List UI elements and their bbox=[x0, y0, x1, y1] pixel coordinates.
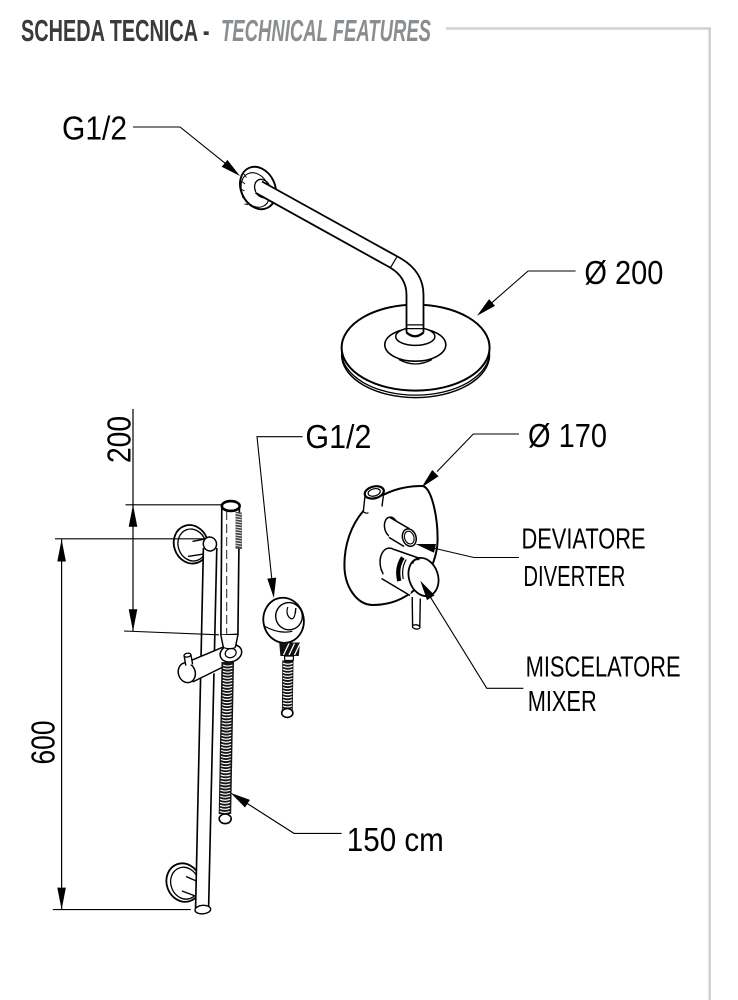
svg-text:SCHEDA TECNICA -: SCHEDA TECNICA - bbox=[21, 13, 210, 48]
svg-text:MISCELATORE: MISCELATORE bbox=[526, 652, 681, 684]
svg-text:G1/2: G1/2 bbox=[305, 418, 371, 455]
svg-text:Ø 170: Ø 170 bbox=[528, 417, 607, 454]
svg-text:TECHNICAL FEATURES: TECHNICAL FEATURES bbox=[221, 13, 431, 48]
svg-text:600: 600 bbox=[25, 721, 62, 765]
svg-text:G1/2: G1/2 bbox=[62, 110, 127, 147]
svg-text:Ø 200: Ø 200 bbox=[584, 254, 663, 291]
svg-text:200: 200 bbox=[101, 416, 138, 463]
svg-text:150 cm: 150 cm bbox=[347, 821, 444, 858]
svg-text:MIXER: MIXER bbox=[528, 686, 597, 718]
svg-text:DIVERTER: DIVERTER bbox=[523, 561, 625, 593]
svg-text:DEVIATORE: DEVIATORE bbox=[522, 524, 646, 556]
